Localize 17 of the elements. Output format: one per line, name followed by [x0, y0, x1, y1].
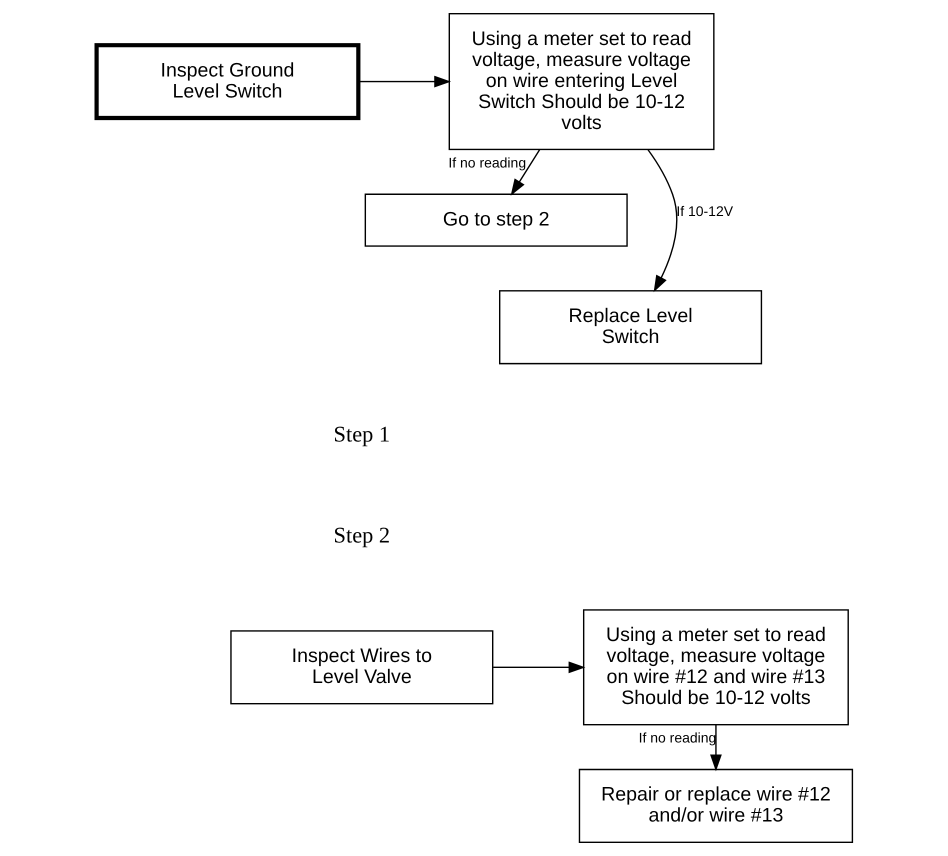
node-box: Repair or replace wire #12 and/or wire #13 [578, 768, 853, 843]
node-box: Using a meter set to read voltage, measure voltage on wire #12 and wire #13 Should be 10-12 volts [582, 609, 848, 726]
arrow [510, 149, 540, 196]
node-box: Go to step 2 [364, 194, 628, 247]
node-box: Inspect Wires to Level Valve [230, 630, 493, 704]
edge-label: If no reading [638, 730, 716, 746]
label: Step 1 [333, 422, 390, 447]
node-box: Using a meter set to read voltage, measure voltage on wire entering Level Switch Should be 10-12 volts [448, 13, 714, 150]
label: Step 2 [333, 522, 390, 548]
edge-label: If no reading [448, 154, 526, 171]
arrow [646, 149, 677, 292]
edge-label: If 10-12V [676, 202, 733, 219]
node-box: Replace Level Switch [498, 290, 762, 364]
arrow [358, 76, 451, 88]
node-box: Inspect Ground Level Switch [94, 43, 360, 120]
arrow [492, 661, 585, 674]
arrow [710, 724, 722, 772]
